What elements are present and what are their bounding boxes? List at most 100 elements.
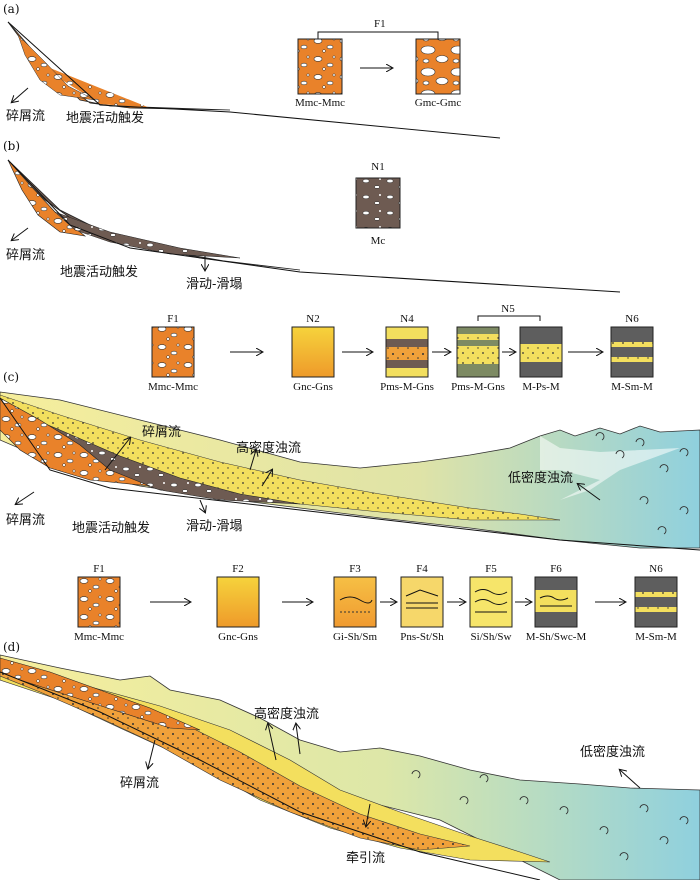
trigger-label: 地震活动触发 [72,520,150,536]
facies-box [415,38,461,95]
facies-box-N5b [519,326,563,378]
panel-label: (d) [3,640,20,654]
group-label: F1 [374,18,386,30]
panel-d: (d) 碎屑流 高密度浊流 低密度浊流 牵引流 [0,640,700,880]
facies-box-F6 [534,576,578,628]
facies-box-N5a [456,326,500,378]
debris-label: 碎屑流 [120,776,159,791]
panel-c: (c) 碎屑流 碎屑流 地震活动触发 滑动-滑塌 [0,370,700,551]
debris-arrow [148,739,156,768]
debris-clasts [17,34,96,101]
facies-title: F3 [349,563,361,575]
high-density-label: 高密度浊流 [236,440,301,456]
slide-label: 滑动-滑塌 [186,519,242,534]
facies-title: F1 [93,563,105,575]
facies-code: M-Ps-M [522,381,560,393]
facies-code: Mc [371,235,386,247]
group-label: N5 [501,303,515,315]
panel-b: (b) 碎屑流 地震活动触发 滑动-滑塌 N1 Mc [3,139,621,293]
facies-box [297,38,343,95]
turbidity-body [0,391,700,549]
debris-arrow [12,227,29,240]
panel-label: (b) [3,139,20,153]
debris-arrow [16,491,35,504]
debris-label-top: 碎屑流 [142,425,181,440]
facies-title: F1 [167,313,179,325]
trigger-label: 地震活动触发 [60,264,138,280]
facies-box-N4 [385,326,429,378]
turbidity-arrow [261,470,272,487]
group-bracket [317,31,439,39]
panel-label: (a) [3,2,20,16]
slope-surface [7,21,501,139]
group-label: N1 [371,161,384,173]
facies-code: Gmc-Gmc [415,97,462,109]
facies-code: Si/Sh/Sw [471,631,512,643]
low-density-arrow [620,770,641,789]
low-density-label: 低密度浊流 [508,470,573,486]
debris-label: 碎屑流 [6,248,45,263]
facies-code: Gnc-Gns [293,381,333,393]
trigger-label: 地震活动触发 [66,110,144,126]
high-density-label: 高密度浊流 [254,706,319,722]
facies-code: Gi-Sh/Sm [333,631,377,643]
low-density-head [540,436,680,500]
facies-box-F4 [400,576,444,628]
facies-code: Mmc-Mmc [148,381,198,393]
low-density-arrow [578,484,601,501]
group-bracket [477,315,541,321]
debris-deposit [7,159,87,237]
facies-title: F6 [550,563,562,575]
debris-arrow [12,87,29,102]
traction-arrow [366,803,370,826]
facies-box-F2 [216,576,260,628]
facies-title: F2 [232,563,244,575]
facies-title: N4 [400,313,414,325]
facies-code: M-Sm-M [635,631,677,643]
debris-label-left: 碎屑流 [6,513,45,528]
facies-code: Pns-St/Sh [400,631,444,643]
facies-title: F5 [485,563,497,575]
turbidity-arrow [268,724,277,761]
panel-label: (c) [3,370,19,384]
facies-code: M-Sm-M [611,381,653,393]
facies-code: Mmc-Mmc [74,631,124,643]
turbidity-arrow [296,724,300,755]
facies-box-F5 [469,576,513,628]
debris-label: 碎屑流 [6,109,45,124]
slope-surface [0,671,541,880]
facies-code: M-Sh/Swc-M [526,631,587,643]
facies-code: Mmc-Mmc [295,97,345,109]
turbidity-body [0,654,700,880]
slide-label: 滑动-滑塌 [186,277,242,292]
turbidity-arrow [249,450,256,471]
slope-surface [7,159,621,293]
facies-code: Pms-M-Gns [451,381,505,393]
facies-sequence-bottom: F1 F2 F3 F4 F5 F6 N6 [74,563,678,643]
clast-fill [30,60,150,108]
facies-title: N6 [625,313,639,325]
facies-code: Gnc-Gns [218,631,258,643]
vortex-marks [595,432,689,535]
facies-code: Pms-M-Gns [380,381,434,393]
facies-box-N2 [291,326,335,378]
facies-box-N6 [610,326,654,378]
vortex-marks [411,770,689,861]
debris-arrow [104,438,130,471]
facies-title: N2 [306,313,319,325]
low-density-label: 低密度浊流 [580,744,645,760]
slide-arrow [200,499,205,512]
facies-box [355,177,401,229]
facies-sequence-top: F1 N2 N4 N6 N5 [148,303,654,393]
facies-title: F4 [416,563,428,575]
slope-surface [0,397,700,551]
panel-a: (a) 碎屑流 地震活动触发 F1 Mmc-Mmc Gmc-Gmc [3,2,501,139]
facies-box-F3 [333,576,377,628]
facies-box-N6 [634,576,678,628]
facies-box-F1 [151,326,195,378]
traction-label: 牵引流 [346,851,385,866]
facies-title: N6 [649,563,663,575]
debris-layer [0,397,151,487]
facies-box-F1 [77,576,121,628]
